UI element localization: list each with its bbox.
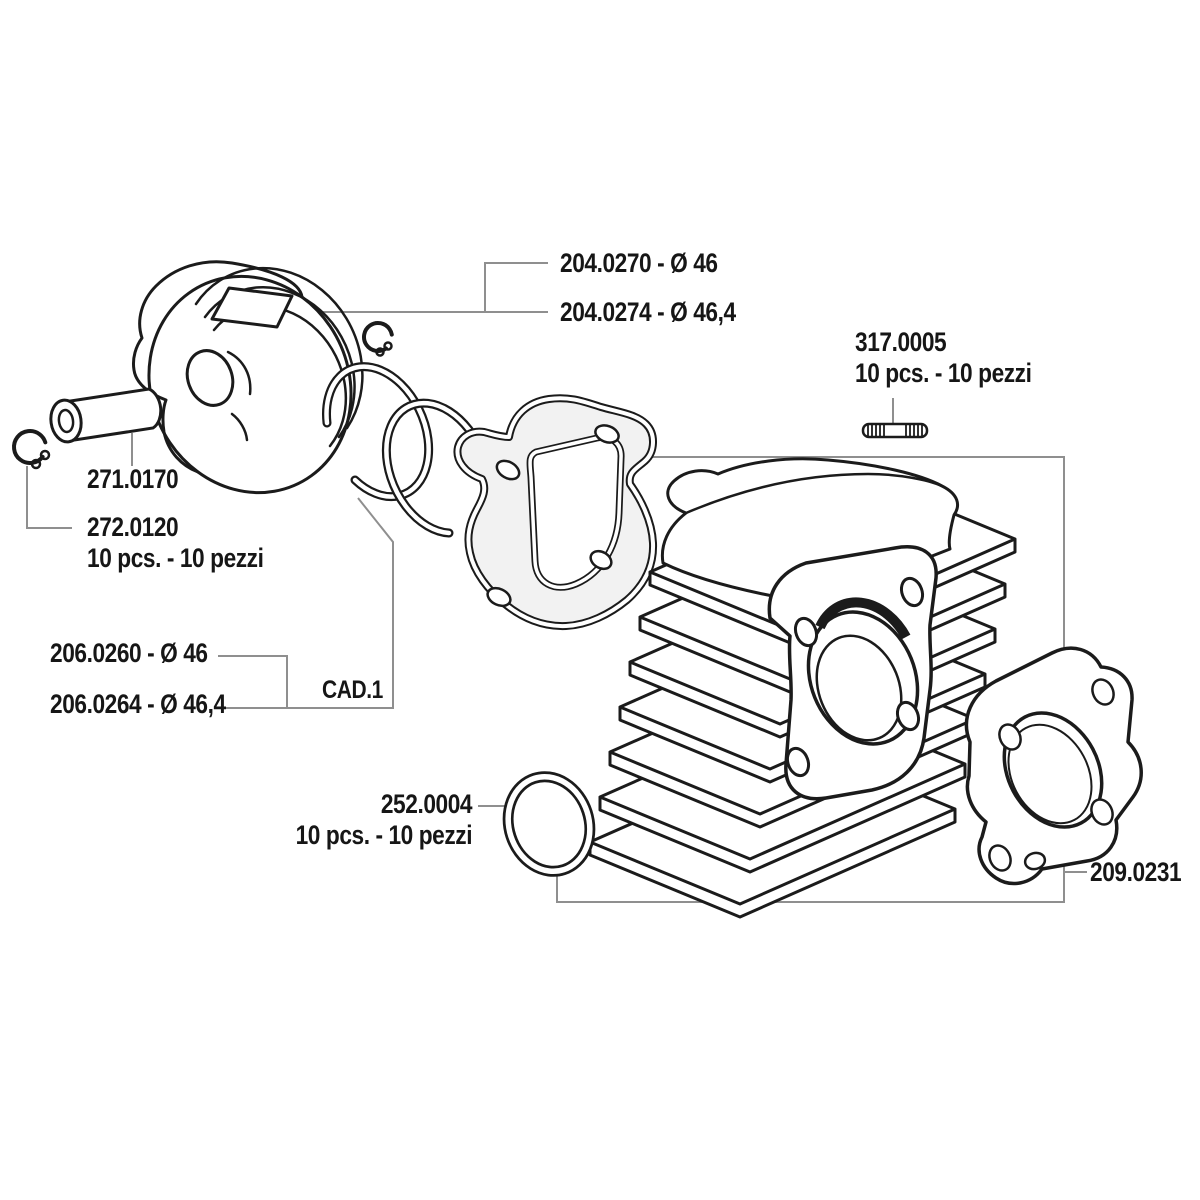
leader-lines bbox=[26, 262, 1087, 903]
part-label-cad-1: CAD.1 bbox=[322, 675, 383, 706]
part-label-272-0120: 272.0120 10 pcs. - 10 pezzi bbox=[87, 512, 264, 574]
cylinder-bore-shadow bbox=[815, 597, 911, 640]
head-gasket-hole bbox=[1090, 798, 1114, 826]
head-gasket-hole bbox=[988, 844, 1012, 872]
part-label-317-0005: 317.0005 10 pcs. - 10 pezzi bbox=[855, 327, 1032, 389]
piston-face-edge bbox=[147, 274, 304, 474]
part-number: 204.0274 - Ø 46,4 bbox=[560, 297, 736, 327]
wrist-pin-group bbox=[49, 387, 163, 444]
stud bbox=[861, 422, 929, 439]
flange-stud-hole bbox=[899, 576, 925, 608]
base-gasket-hole bbox=[495, 459, 521, 481]
leader-204 bbox=[318, 262, 548, 313]
leader-272 bbox=[26, 466, 72, 529]
part-label-206-0264: 206.0264 - Ø 46,4 bbox=[50, 689, 226, 720]
reference-code: CAD.1 bbox=[322, 676, 383, 704]
part-label-204-0274: 204.0274 - Ø 46,4 bbox=[560, 297, 736, 328]
part-number: 204.0270 - Ø 46 bbox=[560, 248, 718, 278]
head-gasket-hole bbox=[1091, 678, 1115, 706]
wrist-pin-bore bbox=[57, 408, 75, 434]
base-gasket bbox=[453, 394, 658, 631]
piston-pin-hole bbox=[185, 349, 235, 407]
base-gasket-hole bbox=[486, 586, 512, 608]
part-number: 209.0231 bbox=[1090, 857, 1182, 887]
head-gasket-opening-inner bbox=[1007, 723, 1093, 825]
circlip-left bbox=[11, 429, 51, 470]
cylinder-liner bbox=[815, 634, 903, 742]
flange-stud-hole bbox=[793, 616, 819, 648]
flange-stud-hole bbox=[785, 746, 811, 778]
part-quantity: 10 pcs. - 10 pezzi bbox=[295, 820, 473, 850]
head-gasket bbox=[964, 646, 1143, 886]
base-gasket-hole bbox=[589, 549, 613, 571]
leader-206-cad bbox=[218, 497, 394, 709]
cylinder-cap-ridge bbox=[685, 472, 943, 515]
part-label-204-0270: 204.0270 - Ø 46 bbox=[560, 248, 718, 279]
part-number: 272.0120 bbox=[87, 512, 179, 542]
piston-skirt-detail bbox=[226, 350, 252, 442]
o-ring bbox=[502, 771, 596, 877]
part-label-271-0170: 271.0170 bbox=[87, 464, 179, 495]
part-number: 206.0260 - Ø 46 bbox=[50, 638, 208, 668]
part-label-252-0004: 252.0004 10 pcs. - 10 pezzi bbox=[295, 789, 473, 851]
part-number: 206.0264 - Ø 46,4 bbox=[50, 689, 226, 719]
piston-crown-window bbox=[210, 286, 294, 329]
circlip-top bbox=[362, 321, 394, 357]
part-number: 317.0005 bbox=[855, 327, 947, 357]
piston bbox=[132, 260, 353, 495]
part-number: 271.0170 bbox=[87, 464, 179, 494]
part-quantity: 10 pcs. - 10 pezzi bbox=[87, 543, 264, 573]
flange-stud-hole bbox=[895, 700, 921, 732]
part-label-206-0260: 206.0260 - Ø 46 bbox=[50, 638, 208, 669]
head-gasket-hole bbox=[1023, 851, 1047, 871]
part-label-209-0231: 209.0231 bbox=[1090, 857, 1182, 888]
leader-209-box bbox=[556, 456, 1087, 903]
base-gasket-hole bbox=[594, 424, 620, 444]
head-gasket-hole bbox=[998, 723, 1022, 751]
cylinder bbox=[588, 457, 1017, 919]
piston-group bbox=[132, 260, 364, 495]
part-quantity: 10 pcs. - 10 pezzi bbox=[855, 358, 1032, 388]
part-number: 252.0004 bbox=[380, 789, 473, 819]
